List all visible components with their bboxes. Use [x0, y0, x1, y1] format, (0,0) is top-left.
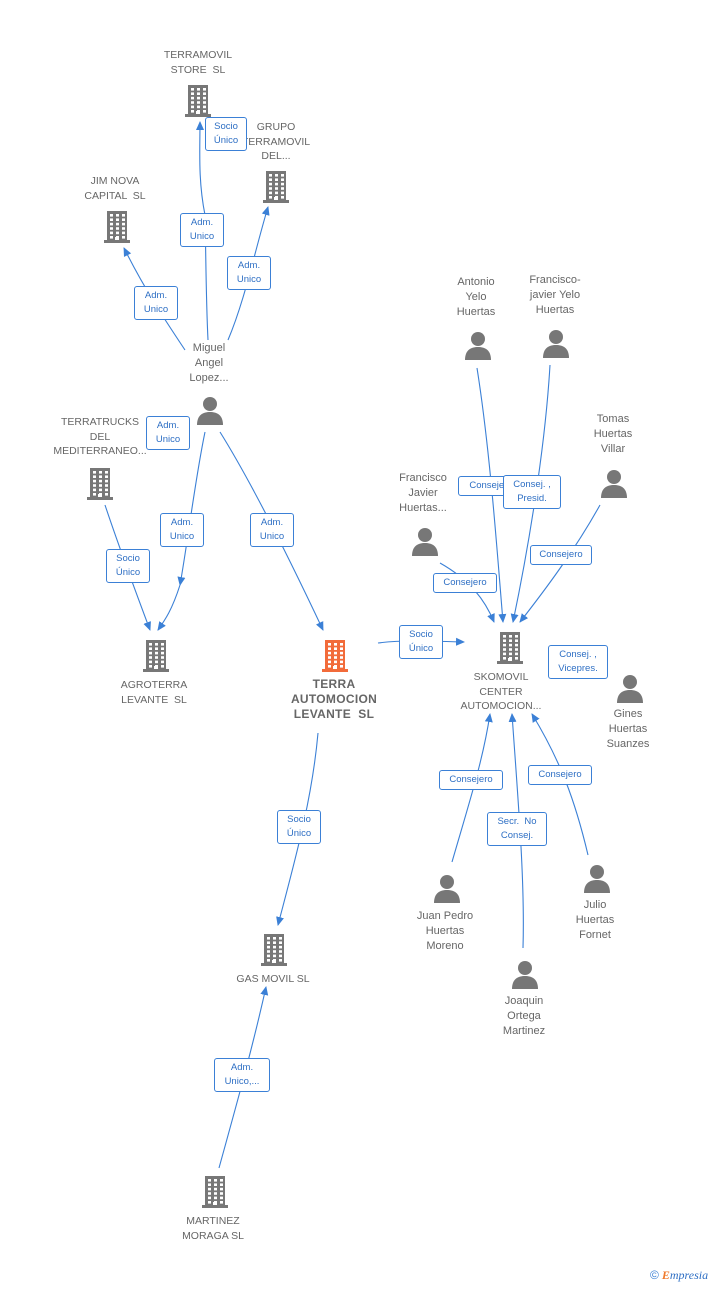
edge-label[interactable]: Consej. , Presid.: [503, 475, 561, 509]
person-icon[interactable]: [432, 873, 462, 908]
node-label[interactable]: Francisco Javier Huertas...: [399, 472, 447, 514]
node-label[interactable]: GAS MOVIL SL: [236, 973, 310, 985]
building-icon[interactable]: [261, 932, 287, 971]
edge-label[interactable]: Adm. Unico: [250, 513, 294, 547]
person-icon[interactable]: [195, 395, 225, 430]
building-icon[interactable]: [202, 1174, 228, 1213]
edge-label[interactable]: Adm. Unico: [146, 416, 190, 450]
edge-label[interactable]: Socio Único: [399, 625, 443, 659]
node-label[interactable]: AGROTERRA LEVANTE SL: [120, 679, 188, 706]
edge-label[interactable]: Adm. Unico: [227, 256, 271, 290]
node-label[interactable]: Francisco- javier Yelo Huertas: [529, 274, 581, 316]
building-icon[interactable]: [143, 638, 169, 677]
edge-label[interactable]: Socio Único: [106, 549, 150, 583]
edge-label[interactable]: Socio Único: [205, 117, 247, 151]
node-label[interactable]: TERRA AUTOMOCION LEVANTE SL: [290, 677, 378, 721]
node-label[interactable]: Joaquin Ortega Martinez: [502, 995, 546, 1037]
node-label[interactable]: JIM NOVA CAPITAL SL: [84, 175, 146, 202]
edge-label[interactable]: Adm. Unico,...: [214, 1058, 270, 1092]
node-label[interactable]: Tomas Huertas Villar: [593, 413, 633, 455]
node-label[interactable]: Gines Huertas Suanzes: [606, 708, 650, 750]
edge-label[interactable]: Adm. Unico: [180, 213, 224, 247]
person-icon[interactable]: [599, 468, 629, 503]
node-label[interactable]: GRUPO TERRAMOVIL DEL...: [241, 121, 311, 162]
copyright-icon: ©: [650, 1268, 659, 1282]
edge-line: [157, 584, 181, 631]
building-icon[interactable]: [322, 638, 348, 677]
edge-label[interactable]: Consejero: [433, 573, 497, 593]
person-icon[interactable]: [582, 863, 612, 898]
person-icon[interactable]: [410, 526, 440, 561]
edge-label[interactable]: Adm. Unico: [134, 286, 178, 320]
person-icon[interactable]: [510, 959, 540, 994]
edge-line: [476, 367, 507, 623]
edge-label[interactable]: Socio Único: [277, 810, 321, 844]
brand-footer[interactable]: ©Empresia: [650, 1268, 708, 1283]
node-label[interactable]: Julio Huertas Fornet: [575, 899, 615, 941]
edge-label[interactable]: Secr. No Consej.: [487, 812, 547, 846]
edge-line: [177, 431, 206, 586]
building-icon[interactable]: [263, 169, 289, 208]
node-label[interactable]: MARTINEZ MORAGA SL: [182, 1215, 244, 1242]
person-icon[interactable]: [615, 673, 645, 708]
node-label[interactable]: Antonio Yelo Huertas: [456, 276, 496, 318]
edge-label[interactable]: Consejero: [528, 765, 592, 785]
edge-line: [519, 504, 601, 623]
node-label[interactable]: TERRATRUCKS DEL MEDITERRANEO...: [53, 416, 147, 457]
building-icon[interactable]: [87, 466, 113, 505]
building-icon[interactable]: [497, 630, 523, 669]
building-icon[interactable]: [104, 209, 130, 248]
brand-logo-e: E: [661, 1268, 670, 1282]
edge-label[interactable]: Consejero: [530, 545, 592, 565]
building-icon[interactable]: [185, 83, 211, 122]
node-label[interactable]: Miguel Angel Lopez...: [189, 342, 229, 384]
person-icon[interactable]: [463, 330, 493, 365]
person-icon[interactable]: [541, 328, 571, 363]
edge-label[interactable]: Consejero: [439, 770, 503, 790]
node-label[interactable]: TERRAMOVIL STORE SL: [163, 49, 233, 76]
edge-line: [195, 121, 206, 216]
node-label[interactable]: Juan Pedro Huertas Moreno: [416, 910, 474, 952]
edge-label[interactable]: Consej. , Vicepres.: [548, 645, 608, 679]
edge-label[interactable]: Adm. Unico: [160, 513, 204, 547]
brand-logo-text: mpresia: [669, 1268, 709, 1282]
node-label[interactable]: SKOMOVIL CENTER AUTOMOCION...: [460, 671, 542, 712]
